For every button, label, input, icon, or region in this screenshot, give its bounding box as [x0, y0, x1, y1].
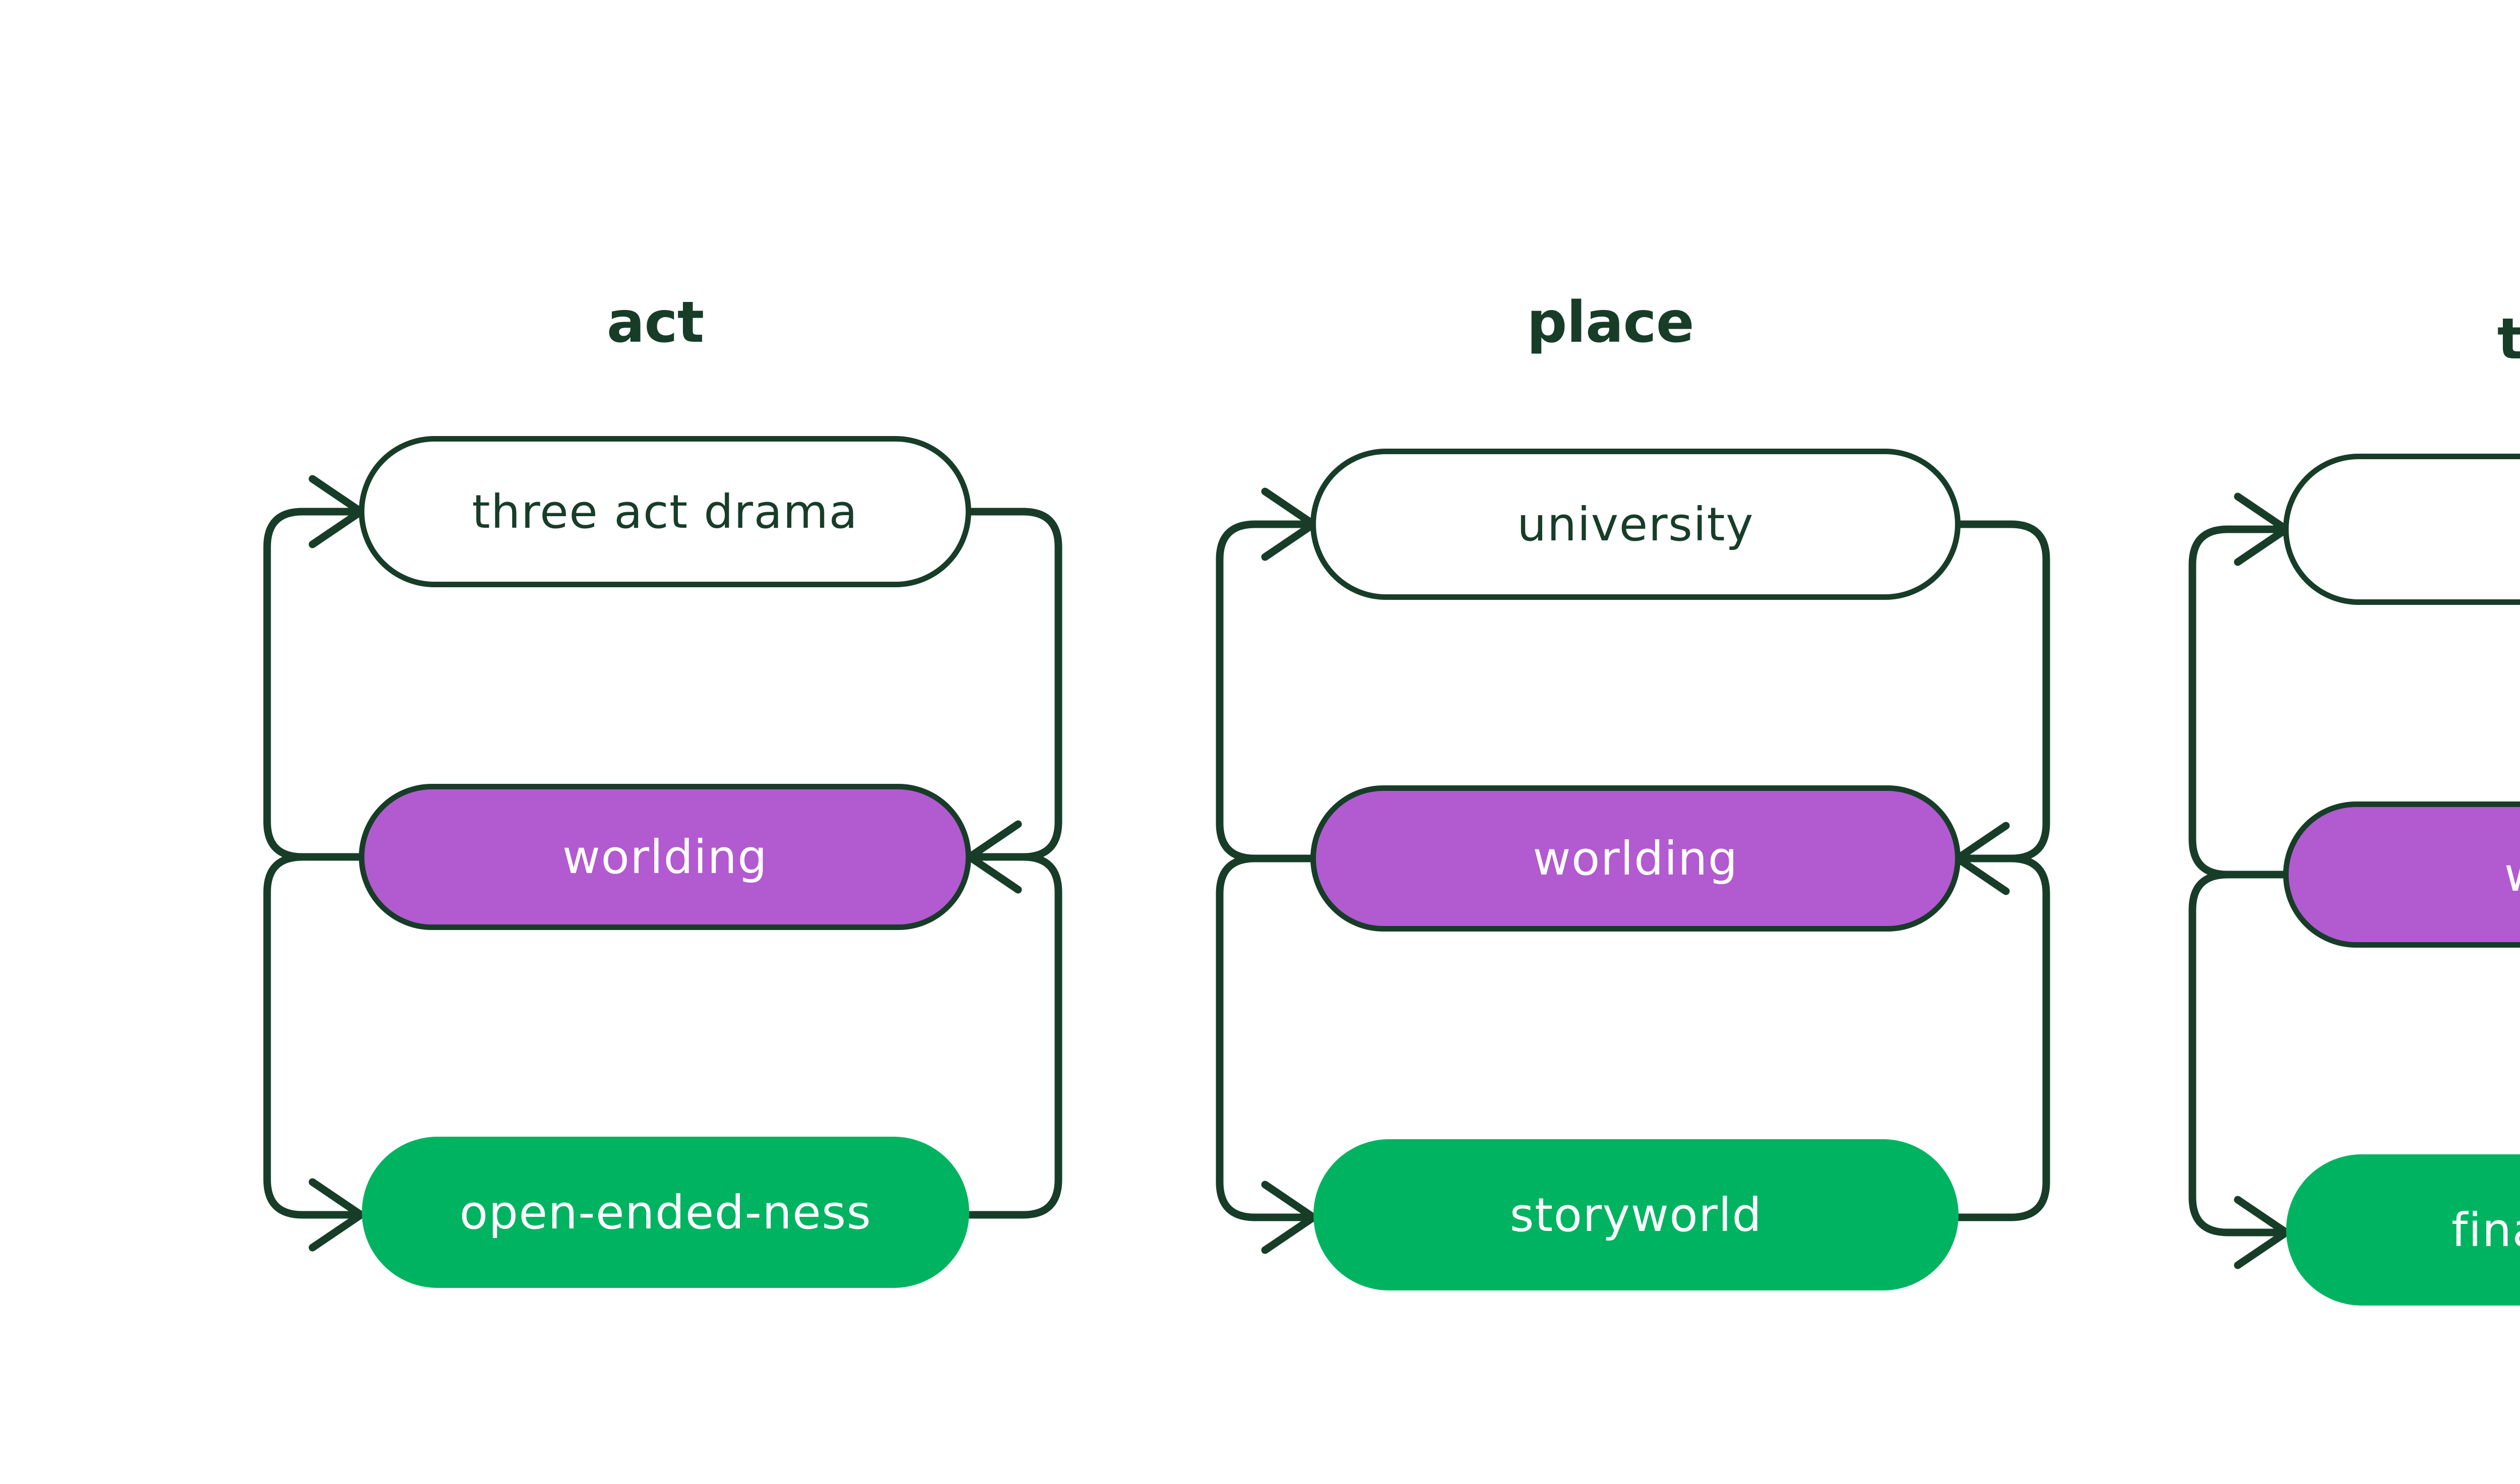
arrowhead-bottom-place [1261, 1181, 1317, 1254]
arrowhead-top-act [308, 475, 365, 548]
column-title-place: place [1527, 290, 1694, 355]
edge-top-to-worlding-act [966, 508, 1062, 861]
edge-bottom-to-worlding-act [966, 853, 1062, 1219]
column-title-time: time [2497, 306, 2520, 372]
edge-worlding-to-top-place [1216, 520, 1314, 862]
arrowhead-bottom-act [308, 1178, 365, 1252]
node-place-center-worlding[interactable]: worlding [1310, 785, 1961, 932]
edge-worlding-to-bottom-place [1216, 854, 1314, 1221]
edge-worlding-to-bottom-time [2188, 871, 2287, 1236]
edge-bottom-to-worlding-place [1954, 854, 2050, 1221]
node-place-top[interactable]: university [1310, 449, 1961, 600]
node-time-top[interactable]: 50% [2283, 454, 2520, 605]
node-act-center-worlding[interactable]: worlding [359, 784, 971, 930]
node-place-bottom[interactable]: storyworld [1313, 1139, 1959, 1290]
node-time-bottom[interactable]: final seminar [2286, 1154, 2520, 1306]
edge-worlding-to-bottom-act [263, 853, 363, 1219]
node-time-center-worlding[interactable]: worlding [2283, 801, 2520, 948]
arrowhead-top-time [2234, 492, 2290, 566]
node-act-bottom[interactable]: open-ended-ness [362, 1137, 969, 1288]
arrowhead-bottom-time [2234, 1196, 2290, 1269]
edge-worlding-to-top-act [263, 508, 363, 861]
arrowhead-top-place [1261, 487, 1317, 561]
arrowhead-center-place [1954, 822, 2010, 895]
column-title-act: act [606, 290, 705, 355]
node-act-top[interactable]: three act drama [359, 436, 971, 587]
arrowhead-center-act [966, 820, 1022, 894]
edge-worlding-to-top-time [2188, 525, 2287, 879]
edge-top-to-worlding-place [1954, 520, 2050, 862]
